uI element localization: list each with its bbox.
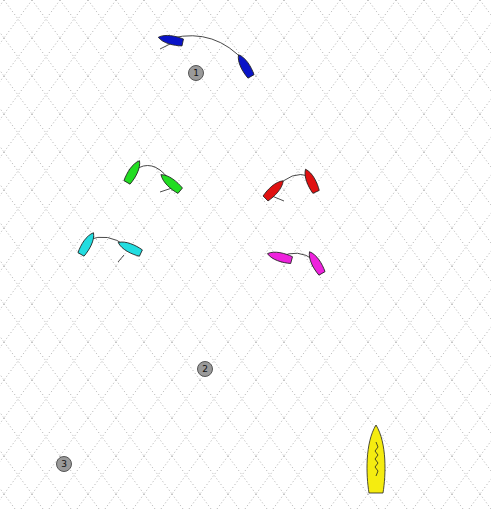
mark-buoy: 2 [197, 361, 213, 377]
tack-tracks [88, 36, 314, 260]
mark-number: 1 [193, 69, 199, 78]
mark-buoy: 1 [188, 65, 204, 81]
mark-number: 3 [61, 460, 67, 469]
boats [77, 33, 385, 493]
mark-number: 2 [202, 365, 208, 374]
booms [118, 44, 284, 262]
mark-buoy: 3 [56, 456, 72, 472]
